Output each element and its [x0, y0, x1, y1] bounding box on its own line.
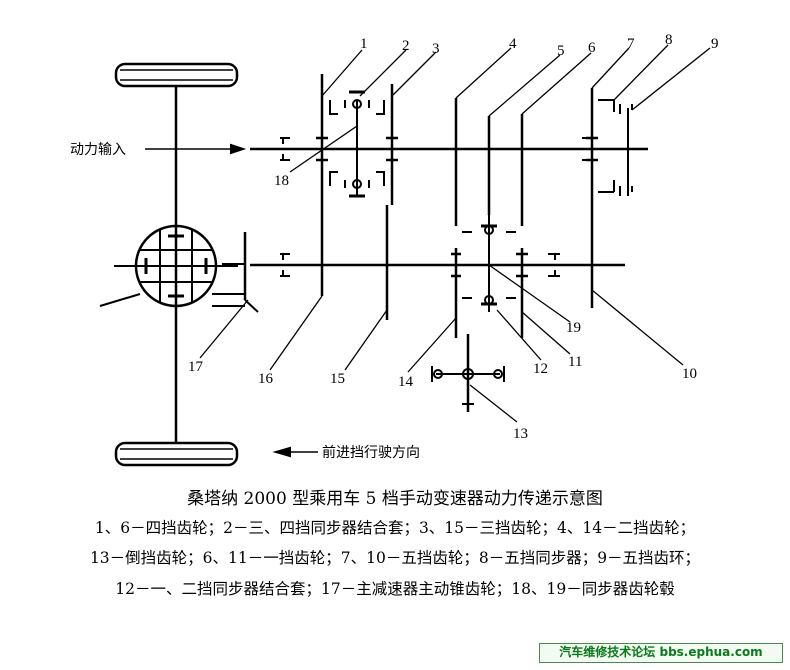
legend-line-3: 12－一、二挡同步器结合套；17－主减速器主动锥齿轮；18、19－同步器齿轮毂 — [115, 580, 675, 598]
output-gears — [320, 196, 594, 338]
callout-19: 19 — [566, 320, 581, 336]
callout-1: 1 — [360, 36, 368, 52]
power-input-arrow — [230, 143, 247, 155]
callout-7: 7 — [627, 36, 635, 52]
callout-14: 14 — [398, 374, 414, 390]
callout-18: 18 — [274, 173, 289, 189]
legend-line-2: 13－倒挡齿轮；6、11－一挡齿轮；7、10－五挡齿轮；8－五挡同步器；9－五挡… — [89, 549, 701, 567]
callout-10: 10 — [682, 366, 697, 382]
power-input-label: 动力输入 — [70, 142, 126, 158]
callout-8: 8 — [665, 32, 673, 48]
gearbox-schematic: 1 2 3 4 5 6 7 8 9 10 11 12 13 14 15 16 1… — [70, 32, 719, 467]
callout-6: 6 — [588, 40, 596, 56]
front-wheel-top — [114, 62, 239, 88]
callout-9: 9 — [711, 36, 719, 52]
reverse-idler — [431, 334, 505, 412]
callout-4: 4 — [509, 36, 517, 52]
final-drive-pinion — [222, 232, 259, 313]
front-wheel-bottom — [114, 441, 239, 467]
leader-lines — [199, 44, 711, 423]
callout-5: 5 — [557, 43, 565, 59]
callout-11: 11 — [568, 354, 582, 370]
forum-watermark: 汽车维修技术论坛 bbs.ephua.com — [539, 643, 783, 663]
callout-15: 15 — [330, 371, 345, 387]
synchronizer-3-4 — [329, 90, 385, 198]
legend-line-1: 1、6－四挡齿轮；2－三、四挡同步器结合套；3、15－三挡齿轮；4、14－二挡齿… — [94, 519, 696, 537]
differential — [99, 224, 245, 308]
synchronizer-5 — [598, 99, 633, 196]
callout-16: 16 — [258, 371, 274, 387]
direction-label: 前进挡行驶方向 — [322, 444, 420, 461]
callout-2: 2 — [402, 38, 410, 54]
callout-3: 3 — [432, 41, 440, 57]
callout-12: 12 — [533, 361, 548, 377]
input-gears — [316, 74, 598, 226]
bearings — [280, 137, 592, 277]
figure-title: 桑塔纳 2000 型乘用车 5 档手动变速器动力传递示意图 — [187, 489, 603, 509]
synchronizer-1-2 — [462, 215, 516, 312]
callout-17: 17 — [188, 359, 204, 375]
callout-13: 13 — [513, 426, 528, 442]
